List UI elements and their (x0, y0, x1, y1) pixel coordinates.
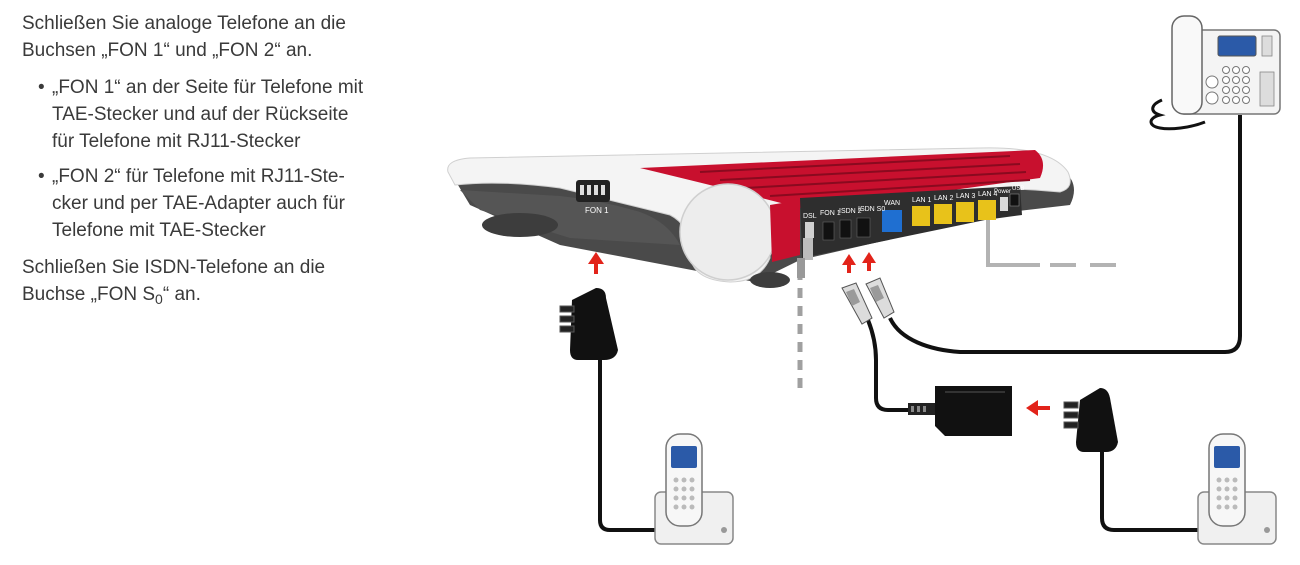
left-phone-cable (598, 355, 680, 532)
bullet-line: Telefone mit TAE-Stecker (52, 220, 266, 241)
port-label-lan3: LAN 3 (956, 193, 976, 200)
gray-cable (986, 200, 1040, 267)
isdn-line-1: Schließen Sie ISDN-Telefone an die (22, 257, 326, 278)
rj11-plug-icon (865, 277, 895, 319)
bullet-line: TAE-Stecker und auf der Rückseite (52, 104, 349, 125)
port-label-isdn-s0: ISDN S0 (858, 206, 885, 213)
isdn-subscript: 0 (155, 291, 163, 307)
bullet-dot: • (38, 77, 45, 98)
router-red-vent (640, 150, 1044, 210)
lan3-port[interactable] (956, 202, 974, 222)
desk-phone-curly-cord (1149, 98, 1206, 131)
arrow-up-icon (842, 254, 856, 273)
cordless-phone-icon (1197, 433, 1277, 545)
desk-phone-cable (888, 115, 1242, 354)
dsl-plug (797, 238, 813, 278)
instruction-text: Schließen Sie analoge Telefone an die Bu… (22, 10, 442, 313)
port-label-isdn2: ISDN 2 (839, 208, 862, 215)
bullet-item-fon2: • „FON 2“ für Telefone mit RJ11-Ste- cke… (38, 163, 442, 244)
port-label-dsl: DSL (803, 213, 817, 220)
port-label-lan4: LAN 4 (978, 191, 998, 198)
port-label-wan: WAN (884, 200, 900, 207)
bullet-list: • „FON 1“ an der Seite für Telefone mit … (22, 74, 442, 244)
arrow-up-icon (862, 252, 876, 271)
phone-keypad (673, 477, 695, 510)
adapter-cable (866, 319, 935, 412)
port-label-power: Power (994, 189, 1011, 195)
arrow-left-icon (1026, 400, 1050, 416)
tae-plug-icon (1063, 388, 1118, 452)
tae-adapter-icon (908, 386, 1012, 436)
router-red-strip (770, 200, 800, 262)
port-label-lan2: LAN 2 (934, 195, 954, 202)
bullet-line: cker und per TAE-Adapter auch für (52, 193, 345, 214)
vent-slots (699, 155, 1031, 197)
bullet-dot: • (38, 166, 45, 187)
port-label-usb: USB (1012, 186, 1024, 192)
side-port-pins (580, 185, 605, 195)
phone-display (671, 446, 697, 468)
router-foot (750, 272, 790, 288)
wan-port[interactable] (882, 210, 902, 232)
fon2-rj11-port[interactable] (839, 219, 852, 239)
intro-line-2: Buchsen „FON 1“ und „FON 2“ an. (22, 40, 313, 61)
bullet-line: für Telefone mit RJ11-Stecker (52, 131, 301, 152)
desk-phone-display (1217, 35, 1257, 57)
router-foot (482, 213, 558, 237)
bullet-item-fon1: • „FON 1“ an der Seite für Telefone mit … (38, 74, 442, 155)
rj11-plug-icon (841, 282, 873, 325)
port-label-lan1: LAN 1 (912, 197, 932, 204)
router-side-disc (679, 183, 777, 281)
lan1-port[interactable] (912, 206, 930, 226)
usb-port[interactable] (1009, 193, 1020, 207)
bullet-line: „FON 2“ für Telefone mit RJ11-Ste- (52, 166, 345, 187)
tae-plug-icon (559, 288, 618, 360)
side-port-label: FON 1 (585, 206, 609, 215)
bullet-line: „FON 1“ an der Seite für Telefone mit (52, 77, 364, 98)
dsl-port[interactable] (805, 222, 814, 238)
cordless-phone-icon (654, 433, 734, 545)
desk-phone-keypad (1222, 66, 1250, 104)
desk-phone-icon (1171, 15, 1281, 115)
fon1-rj11-port[interactable] (822, 221, 835, 241)
intro-paragraph: Schließen Sie analoge Telefone an die Bu… (22, 10, 442, 64)
intro-line-1: Schließen Sie analoge Telefone an die (22, 13, 346, 34)
arrow-up-icon (588, 252, 604, 274)
right-phone-cable (1100, 450, 1200, 532)
router-side-panel (460, 190, 680, 245)
phone-display (1214, 446, 1240, 468)
desk-phone-handset (1171, 15, 1203, 115)
router: FON 1 DSL FON 1 ISDN 2 ISDN S0 WAN LAN 1… (447, 147, 1074, 288)
isdn-s0-port[interactable] (856, 217, 871, 238)
isdn-line-2-post: “ an. (162, 284, 201, 305)
isdn-paragraph: Schließen Sie ISDN-Telefone an die Buchs… (22, 254, 442, 313)
power-port[interactable] (1000, 197, 1008, 211)
isdn-line-2-pre: Buchse „FON S (22, 284, 156, 305)
lan2-port[interactable] (934, 204, 952, 224)
phone-keypad (1216, 477, 1238, 510)
lan4-port[interactable] (978, 200, 996, 220)
port-label-fon1: FON 1 (820, 210, 841, 217)
